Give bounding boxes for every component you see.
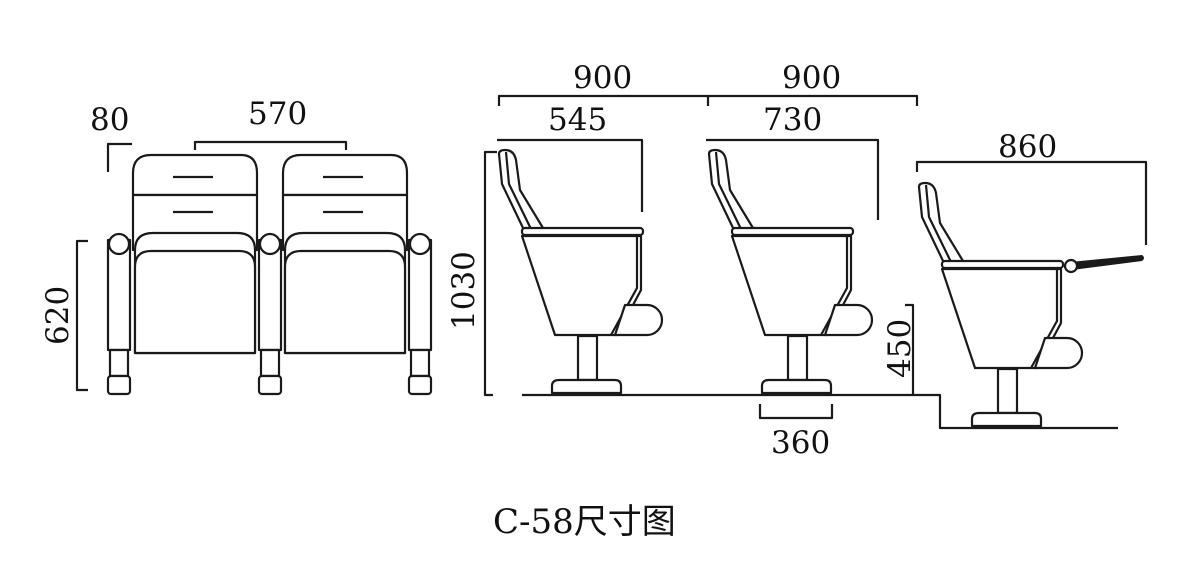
dim-seat-width: 570 xyxy=(248,96,307,132)
dim-row-spacing-2: 900 xyxy=(782,60,841,96)
dim-armrest-width: 80 xyxy=(90,102,129,138)
dim-row-spacing-1: 900 xyxy=(573,60,632,96)
tablet-arm xyxy=(1070,255,1144,270)
dim-depth-folded: 545 xyxy=(548,102,607,138)
front-view: 80 570 620 xyxy=(40,96,433,396)
dim-step-height: 450 xyxy=(882,319,918,378)
dim-depth-tablet: 860 xyxy=(998,129,1057,165)
dim-depth-open: 730 xyxy=(763,102,822,138)
dim-base-width: 360 xyxy=(771,425,830,461)
dim-front-height: 620 xyxy=(40,286,76,345)
side-view: 900 900 545 730 860 1030 450 360 xyxy=(446,60,1148,461)
dim-total-height: 1030 xyxy=(446,251,482,330)
drawing-title: C-58尺寸图 xyxy=(493,502,676,542)
